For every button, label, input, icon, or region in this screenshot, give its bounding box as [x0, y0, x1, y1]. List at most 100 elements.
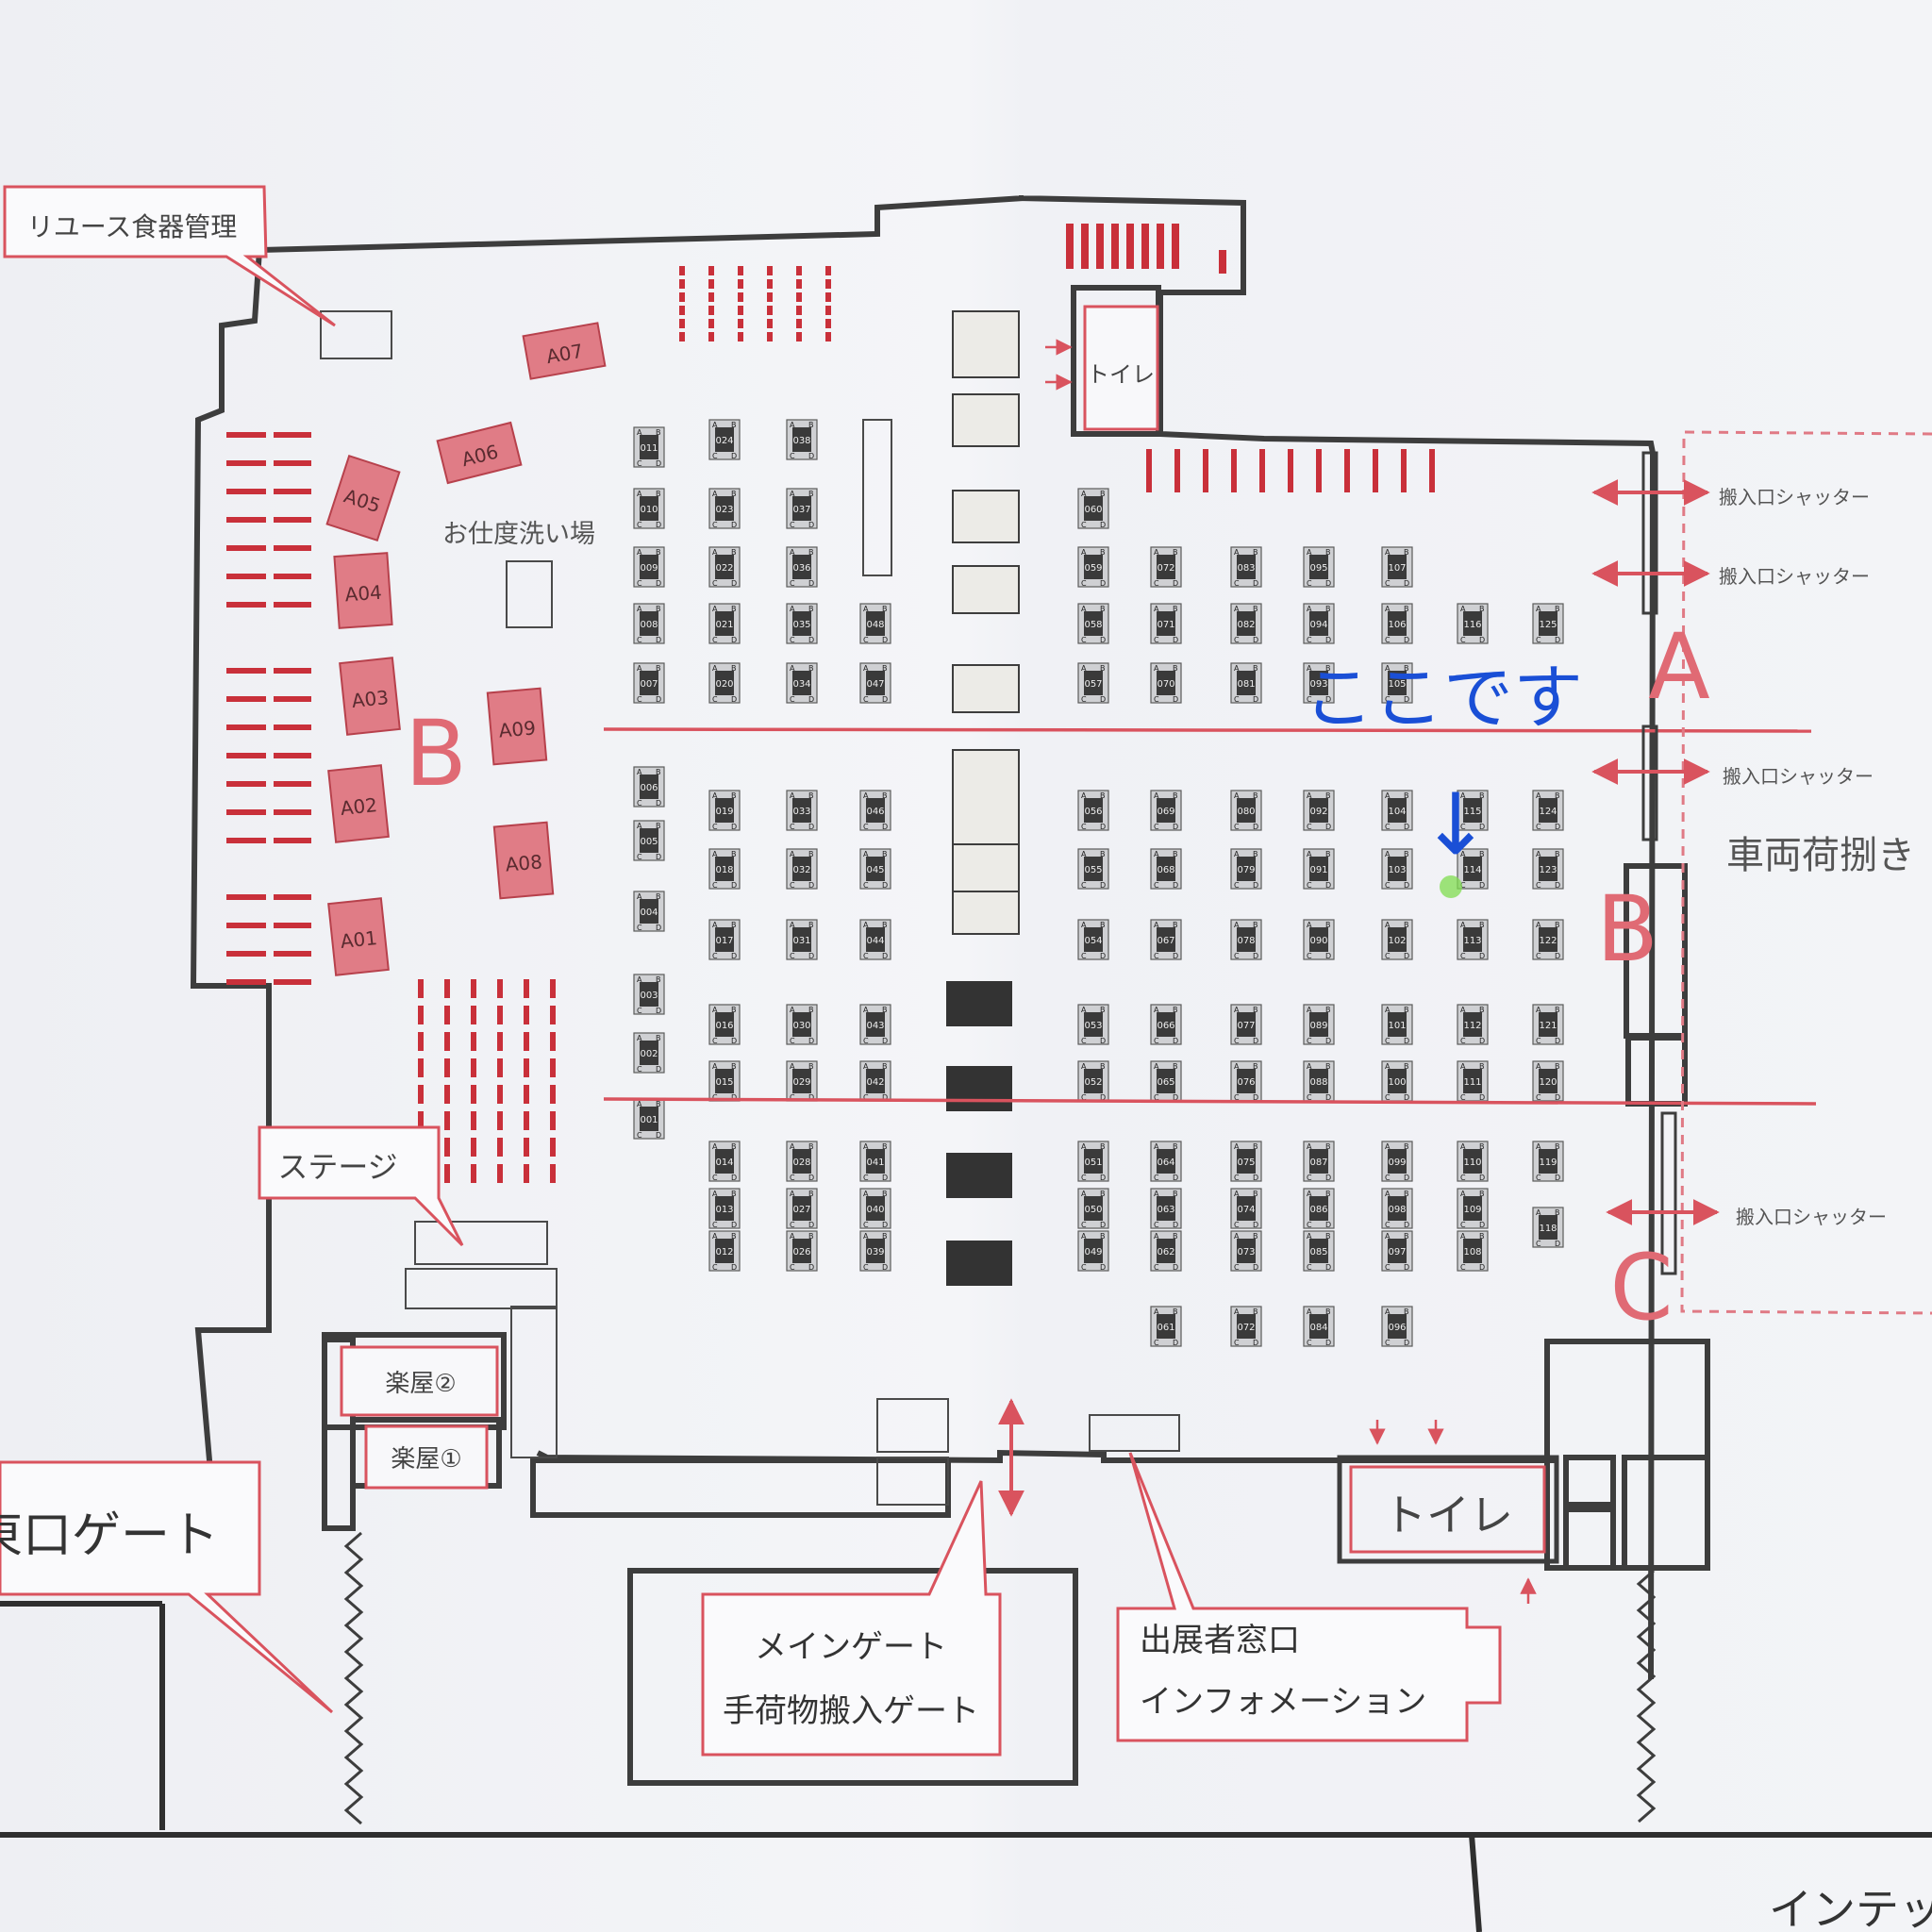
svg-text:C: C: [1234, 1037, 1240, 1045]
svg-text:C: C: [1536, 1037, 1541, 1045]
svg-text:056: 056: [1084, 807, 1102, 817]
svg-text:C: C: [1536, 636, 1541, 644]
svg-text:089: 089: [1309, 1021, 1327, 1031]
svg-text:063: 063: [1157, 1205, 1174, 1215]
svg-text:C: C: [863, 695, 869, 704]
svg-text:122: 122: [1539, 936, 1557, 946]
service-panel: [952, 490, 1020, 543]
svg-text:B: B: [1100, 791, 1106, 800]
seat-bar: [796, 266, 802, 275]
svg-text:D: D: [1325, 823, 1331, 831]
svg-text:B: B: [1173, 605, 1178, 613]
svg-text:B: B: [731, 1142, 737, 1151]
svg-text:D: D: [1479, 1174, 1485, 1182]
svg-text:A: A: [1385, 791, 1391, 800]
svg-text:C: C: [863, 1221, 869, 1229]
seat-bar: [767, 266, 773, 275]
svg-text:C: C: [1385, 1037, 1391, 1045]
small-arrows: [1045, 339, 1537, 1604]
svg-text:D: D: [656, 636, 661, 644]
svg-text:C: C: [1460, 881, 1466, 890]
svg-text:029: 029: [792, 1077, 810, 1088]
svg-text:026: 026: [792, 1247, 810, 1257]
seat-bar: [226, 602, 266, 608]
svg-text:016: 016: [715, 1021, 733, 1031]
here-marker: ここです ↓: [1304, 658, 1583, 898]
svg-text:C: C: [1536, 1093, 1541, 1102]
svg-text:A: A: [1536, 1208, 1541, 1217]
svg-text:D: D: [1100, 881, 1106, 890]
svg-text:048: 048: [866, 620, 884, 630]
svg-text:091: 091: [1309, 865, 1327, 875]
svg-text:B: B: [1479, 1142, 1485, 1151]
svg-text:027: 027: [792, 1205, 810, 1215]
svg-text:B: B: [808, 791, 814, 800]
svg-text:B: B: [1325, 1142, 1331, 1151]
svg-text:A: A: [712, 1062, 718, 1071]
seat-bar: [471, 1006, 476, 1024]
svg-text:B: B: [1479, 1190, 1485, 1198]
svg-text:A: A: [1307, 1006, 1312, 1014]
svg-text:A: A: [637, 664, 642, 673]
svg-text:093: 093: [1309, 679, 1327, 690]
svg-text:A: A: [863, 791, 869, 800]
svg-text:A: A: [637, 822, 642, 830]
svg-text:032: 032: [792, 865, 810, 875]
svg-text:C: C: [1154, 1174, 1159, 1182]
callout-exhibitor-line1: 出展者窓口: [1140, 1622, 1300, 1659]
svg-text:B: B: [656, 428, 661, 437]
svg-text:C: C: [1536, 1240, 1541, 1248]
svg-text:B: B: [882, 1190, 888, 1198]
seat-bar: [679, 306, 685, 315]
svg-text:B: B: [1479, 850, 1485, 858]
svg-text:A: A: [1460, 1006, 1466, 1014]
svg-text:B: B: [1404, 1062, 1409, 1071]
seat-bar: [274, 979, 311, 985]
svg-text:C: C: [1081, 636, 1087, 644]
svg-text:077: 077: [1237, 1021, 1255, 1031]
svg-text:C: C: [863, 1037, 869, 1045]
seat-bar: [444, 1111, 450, 1130]
svg-text:A: A: [790, 921, 795, 929]
seat-bar: [274, 432, 311, 438]
svg-text:A: A: [637, 548, 642, 557]
svg-text:D: D: [808, 579, 814, 588]
callout-exhibitor: 出展者窓口 インフォメーション: [1116, 1452, 1502, 1742]
svg-text:C: C: [1385, 1221, 1391, 1229]
svg-text:D: D: [731, 1174, 737, 1182]
seat-bar: [679, 332, 685, 341]
svg-text:C: C: [863, 1174, 869, 1182]
dressing-rooms: 楽屋② 楽屋①: [340, 1345, 499, 1490]
svg-text:A: A: [1536, 1062, 1541, 1071]
svg-text:023: 023: [715, 505, 733, 515]
svg-text:A: A: [1234, 605, 1240, 613]
svg-text:074: 074: [1237, 1205, 1255, 1215]
svg-text:A: A: [863, 1142, 869, 1151]
svg-text:D: D: [1325, 952, 1331, 960]
svg-text:B: B: [808, 921, 814, 929]
svg-text:D: D: [1253, 1339, 1258, 1347]
svg-text:D: D: [1479, 881, 1485, 890]
food-stall-a07: A07: [522, 322, 607, 380]
svg-text:A: A: [1307, 1232, 1312, 1241]
svg-text:B: B: [1555, 921, 1560, 929]
area-c-label: C: [1609, 1235, 1673, 1341]
svg-text:B: B: [1173, 921, 1178, 929]
svg-text:B: B: [808, 421, 814, 429]
